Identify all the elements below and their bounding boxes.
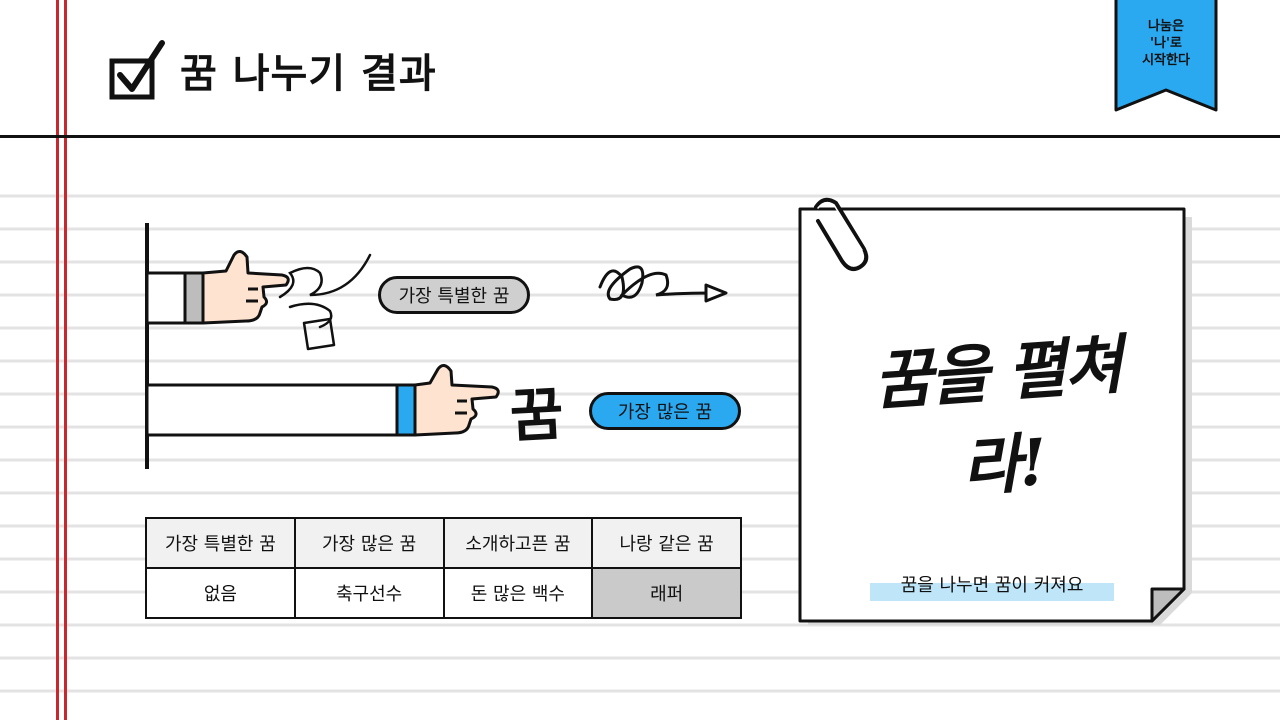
note-fold [1150,587,1186,623]
note-headline: 꿈을 펼쳐라! [870,327,1124,506]
margin-line-right [64,0,67,720]
table-row: 없음 축구선수 돈 많은 백수 래퍼 [145,567,742,619]
drifting-dream-stroke [278,253,372,299]
sticky-note [780,195,1200,635]
table-header-cell: 가장 특별한 꿈 [145,517,296,569]
dream-glyph: 꿈 [508,380,565,451]
bookmark-line-3: 시작한다 [1142,53,1190,68]
bottom-arm [145,364,500,437]
header-divider [0,135,1280,138]
bookmark-line-1: 나눔은 [1148,19,1184,34]
table-cell: 축구선수 [293,567,445,619]
margin-line-left [56,0,59,720]
bookmark-text: 나눔은 '나'로 시작한다 [1114,18,1218,69]
table-header-cell: 나랑 같은 꿈 [591,517,742,569]
bookmark-ribbon [1114,0,1218,112]
paperclip-icon [814,197,869,271]
dream-result-table: 가장 특별한 꿈 가장 많은 꿈 소개하고픈 꿈 나랑 같은 꿈 없음 축구선수… [145,517,742,619]
note-caption: 꿈을 나누면 꿈이 커져요 [870,571,1114,601]
top-arm [145,250,290,325]
pointing-hands-illustration: 꿈 [145,223,728,469]
table-header-cell: 소개하고픈 꿈 [442,517,594,569]
page-title: 꿈 나누기 결과 [180,51,437,97]
label-most-common: 가장 많은 꿈 [589,392,741,430]
table-cell: 없음 [145,567,296,619]
title-bar: 꿈 나누기 결과 [108,30,437,110]
table-cell: 래퍼 [591,567,742,619]
table-cell: 돈 많은 백수 [442,567,594,619]
squiggle-arrow-icon [598,265,722,302]
label-most-special: 가장 특별한 꿈 [378,276,530,314]
bookmark-line-2: '나'로 [1150,36,1182,51]
table-header-row: 가장 특별한 꿈 가장 많은 꿈 소개하고픈 꿈 나랑 같은 꿈 [145,517,742,569]
checkbox-icon [109,40,165,100]
table-header-cell: 가장 많은 꿈 [293,517,445,569]
